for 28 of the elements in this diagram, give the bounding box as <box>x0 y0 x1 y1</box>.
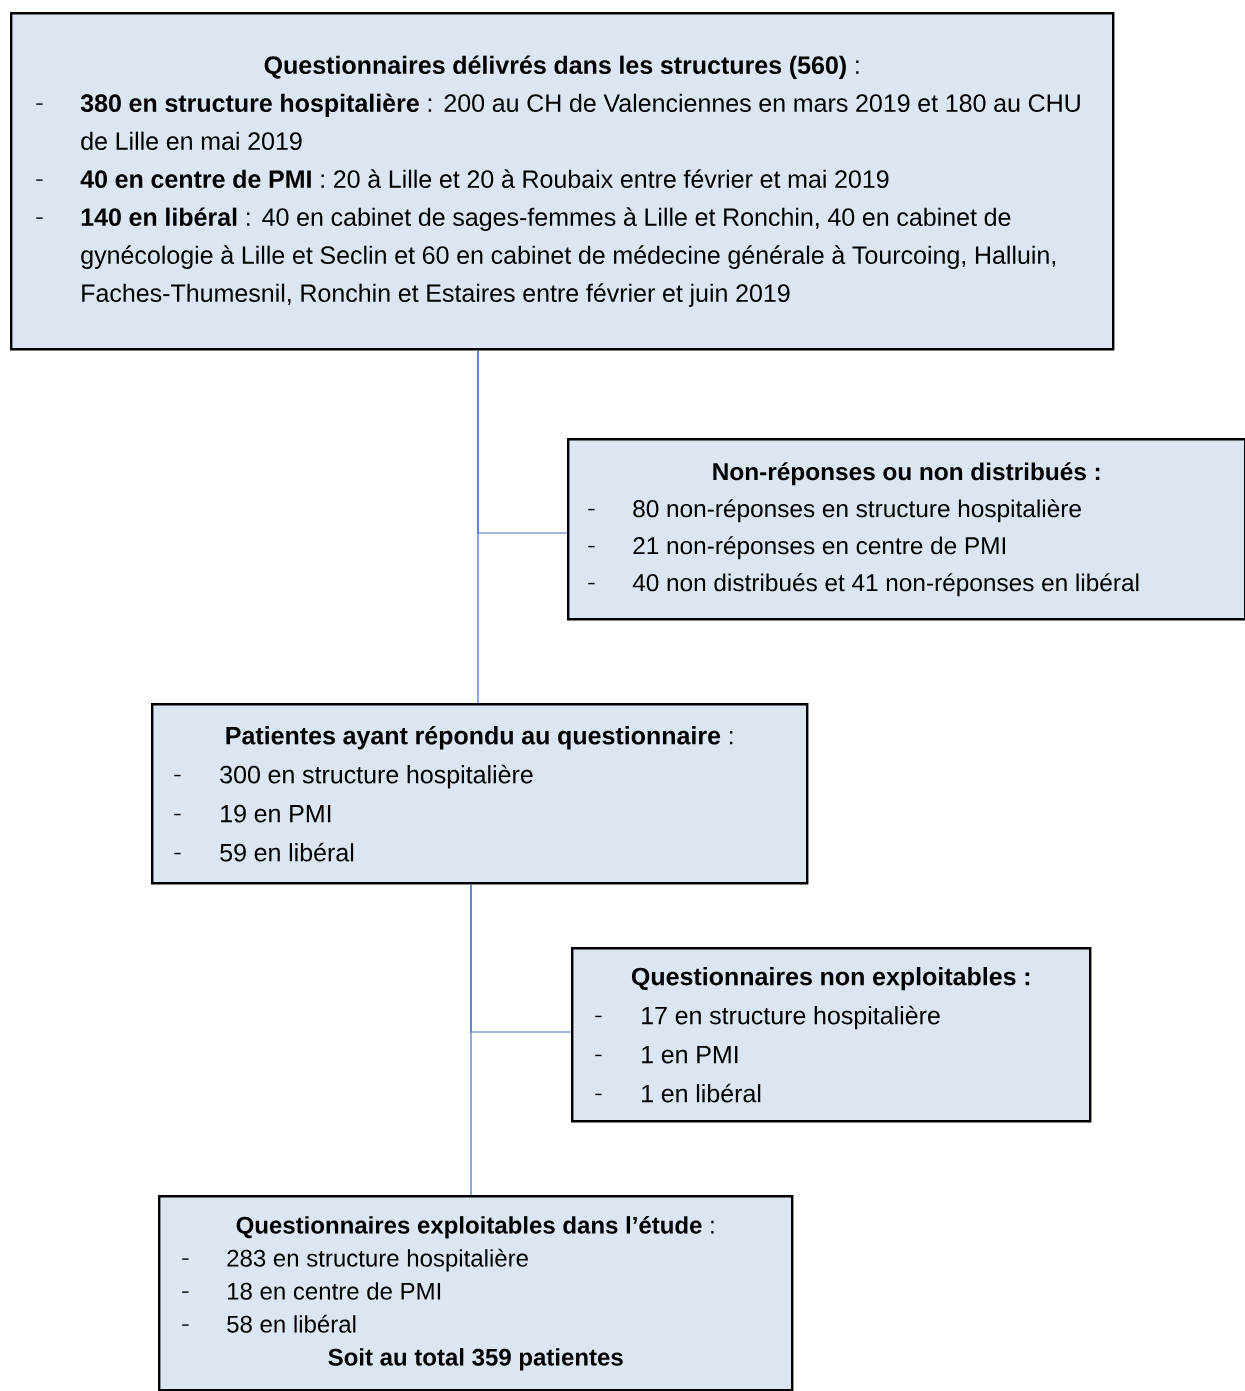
flow-box <box>158 1195 794 1391</box>
branch-line <box>470 883 572 1033</box>
flow-box <box>567 438 1245 621</box>
list-item: 18 en centre de PMI <box>181 1282 441 1300</box>
box-heading: Non-réponses ou non distribués : <box>713 462 1100 486</box>
box-heading: Patientes ayant répondu au questionnaire : <box>226 725 733 750</box>
flow-box <box>151 703 809 885</box>
list-item: 80 non-réponses en structure hospitalière <box>587 499 1081 523</box>
total-line: Soit au total 359 patientes <box>328 1348 623 1371</box>
list-item: 58 en libéral <box>181 1314 356 1333</box>
list-item: 21 non-réponses en centre de PMI <box>587 536 1005 560</box>
list-item: 17 en structure hospitalière <box>594 1005 940 1030</box>
list-item: 283 en structure hospitalière <box>181 1248 528 1272</box>
list-item: 300 en structure hospitalière <box>173 764 533 789</box>
list-item: 380 en structure hospitalière : 200 au CH de Valenciennes en mars 2019 et 180 au CHU de Lille en mai 2019 <box>35 93 1080 151</box>
list-item: 1 en libéral <box>594 1083 761 1103</box>
box-heading: Questionnaires non exploitables : <box>631 967 1030 991</box>
list-item: 59 en libéral <box>173 842 354 862</box>
list-item: 40 non distribués et 41 non-réponses en libéral <box>587 573 1139 597</box>
flow-box <box>571 947 1092 1123</box>
list-item: 140 en libéral : 40 en cabinet de sages-femmes à Lille et Ronchin, 40 en cabinet de gynécologie à Lille et Seclin et 60 en cabinet de médecine générale à Tourcoing, Halluin, Faches-Thumesnil, Ronchin et Estaires entre février et juin 2019 <box>35 207 1056 307</box>
box-heading: Questionnaires exploitables dans l’étude : <box>236 1215 714 1239</box>
flow-box <box>10 12 1115 351</box>
list-item: 19 en PMI <box>173 804 331 823</box>
list-item: 1 en PMI <box>594 1045 738 1064</box>
list-item: 40 en centre de PMI : 20 à Lille et 20 à Roubaix entre février et mai 2019 <box>35 169 889 188</box>
box-heading: Questionnaires délivrés dans les structures (560) : <box>264 55 859 79</box>
branch-line <box>477 349 568 534</box>
